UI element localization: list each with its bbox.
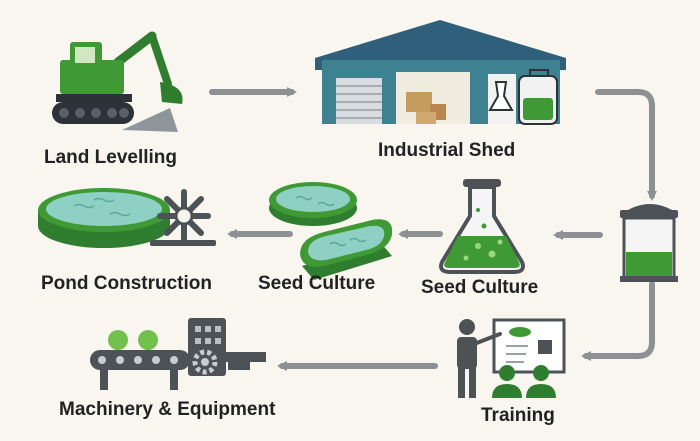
seed-pond-icon [269,182,393,280]
arrow-shed-to-tank [595,89,657,201]
flow-arrows [209,87,657,371]
trainer-icon [457,318,566,398]
seed-culture-flask-label: Seed Culture [421,277,539,298]
industrial-shed-icon [315,20,566,125]
seed-culture-pond-label: Seed Culture [258,273,376,294]
arrow-tank-to-training [581,281,655,361]
pond-construction-label: Pond Construction [41,273,212,294]
machinery-icon [90,318,266,390]
flask-icon [439,179,525,274]
excavator-icon [52,31,183,132]
paddlewheel-icon [150,189,216,246]
machinery-label: Machinery & Equipment [59,399,276,420]
land-levelling-label: Land Levelling [44,147,178,168]
pond-icon [38,188,170,248]
industrial-shed-label: Industrial Shed [378,140,516,161]
tank-icon [620,204,678,282]
training-label: Training [481,405,555,426]
